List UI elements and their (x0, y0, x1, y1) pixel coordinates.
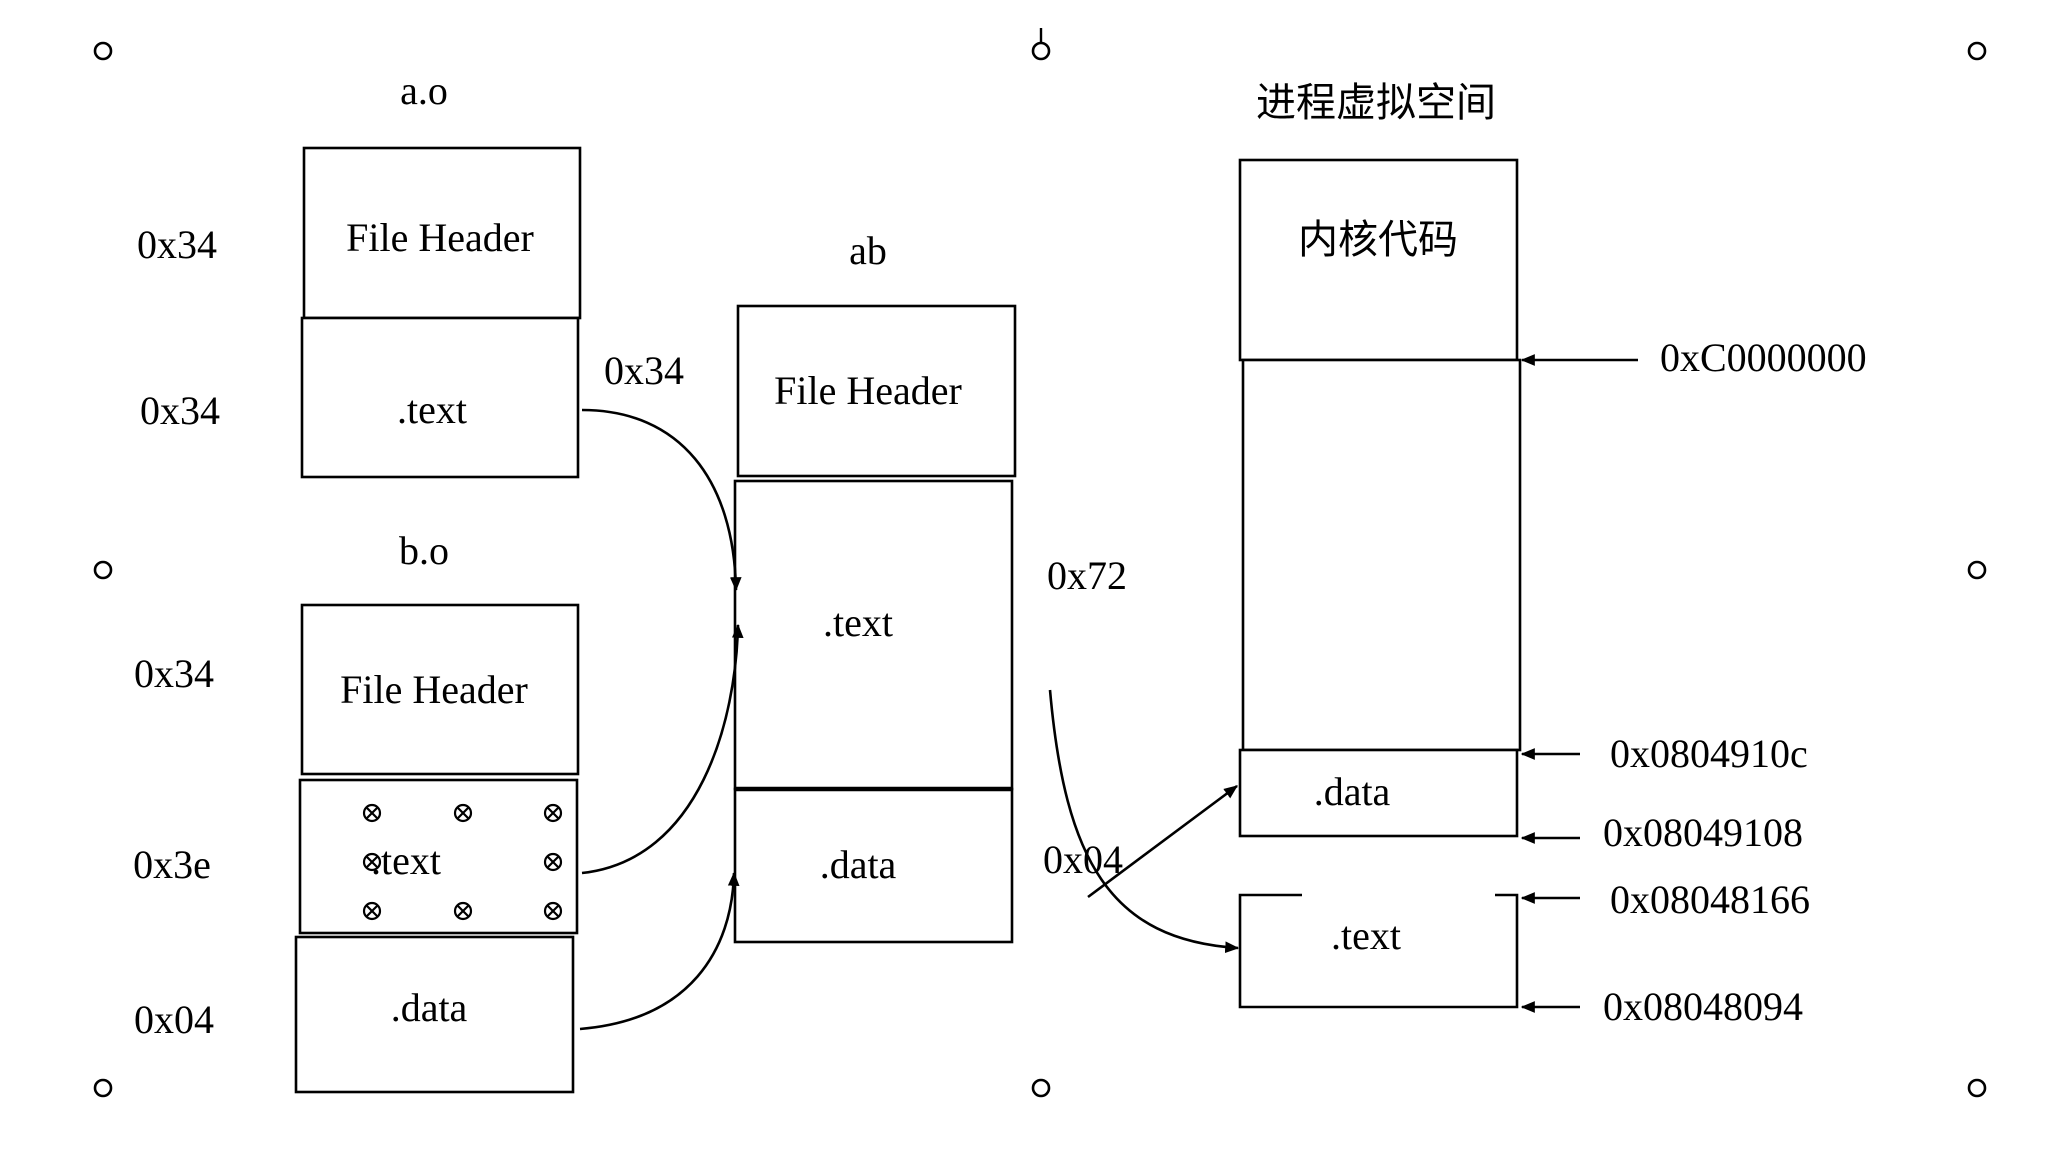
merge-arrow-b-text (581, 623, 744, 875)
address-kernel-start: 0xC0000000 (1660, 335, 1867, 380)
object-handle-dot[interactable] (453, 803, 473, 823)
object-selection-dots[interactable] (362, 803, 563, 921)
process-text-label: .text (1331, 913, 1401, 958)
b-o-text-box (298, 778, 579, 935)
ab-executable-file: ab File Header .text .data 0x34 0x72 0x0… (604, 228, 1127, 944)
a-o-file-header-label: File Header (346, 215, 534, 260)
ab-file-header-box (736, 304, 1017, 478)
map-arrow-data (1087, 784, 1238, 899)
kernel-code-box (1238, 158, 1519, 362)
resize-handle-bottom-right[interactable] (1967, 1078, 1987, 1098)
map-arrow-text (1048, 689, 1240, 954)
process-virtual-space: 进程虚拟空间 内核代码 .data .text (1238, 80, 1522, 1009)
merge-arrow-a-text (581, 408, 742, 592)
a-o-header-size: 0x34 (137, 222, 217, 267)
b-o-object-file: b.o File Header .text .data 0x34 0x3e 0x… (133, 528, 580, 1094)
resize-handle-top-right[interactable] (1967, 41, 1987, 61)
object-handle-dot[interactable] (453, 901, 473, 921)
ab-text-offset: 0x34 (604, 348, 684, 393)
b-o-text-size: 0x3e (133, 842, 211, 887)
ab-text-label: .text (823, 600, 893, 645)
a-o-text-size: 0x34 (140, 388, 220, 433)
object-handle-dot[interactable] (543, 803, 563, 823)
a-o-file-header-box (302, 146, 582, 320)
ab-data-box (733, 787, 1014, 944)
object-handle-dot[interactable] (362, 901, 382, 921)
object-handle-dot[interactable] (543, 901, 563, 921)
object-handle-dot[interactable] (362, 803, 382, 823)
ab-title: ab (849, 228, 887, 273)
b-o-file-header-box (300, 603, 580, 776)
a-o-object-file: a.o File Header .text 0x34 0x34 (137, 68, 582, 479)
resize-handle-middle-left[interactable] (93, 560, 113, 580)
b-o-file-header-label: File Header (340, 667, 528, 712)
process-data-label: .data (1314, 769, 1391, 814)
address-markers: 0xC0000000 0x0804910c 0x08049108 0x08048… (1520, 335, 1867, 1029)
selection-handles[interactable] (93, 28, 1987, 1098)
address-text-end: 0x08048166 (1610, 877, 1810, 922)
object-handle-dot[interactable] (543, 852, 563, 872)
address-text-start: 0x08048094 (1603, 984, 1803, 1029)
process-text-box (1238, 893, 1519, 1009)
resize-handle-middle-right[interactable] (1967, 560, 1987, 580)
ab-data-label: .data (820, 842, 897, 887)
user-space-box (1241, 358, 1522, 752)
ab-text-box (733, 479, 1014, 791)
a-o-text-box (300, 316, 580, 479)
ab-file-header-label: File Header (774, 368, 962, 413)
b-o-text-label: .text (371, 838, 441, 883)
kernel-code-label: 内核代码 (1298, 217, 1458, 263)
b-o-data-size: 0x04 (134, 997, 214, 1042)
b-o-data-box (294, 935, 575, 1094)
ab-text-size: 0x72 (1047, 553, 1127, 598)
address-data-end: 0x0804910c (1610, 731, 1808, 776)
resize-handle-bottom-middle[interactable] (1031, 1078, 1051, 1098)
connectors (579, 408, 1240, 1031)
resize-handle-bottom-left[interactable] (93, 1078, 113, 1098)
resize-handle-top-middle[interactable] (1031, 41, 1051, 61)
merge-arrow-b-data (579, 871, 740, 1031)
b-o-title: b.o (399, 528, 449, 573)
b-o-header-size: 0x34 (134, 651, 214, 696)
process-title: 进程虚拟空间 (1256, 80, 1496, 126)
b-o-data-label: .data (391, 985, 468, 1030)
address-data-start: 0x08049108 (1603, 810, 1803, 855)
a-o-text-label: .text (397, 387, 467, 432)
process-data-box (1238, 748, 1519, 838)
a-o-title: a.o (400, 68, 448, 113)
object-handle-dot[interactable] (362, 852, 382, 872)
resize-handle-top-left[interactable] (93, 41, 113, 61)
